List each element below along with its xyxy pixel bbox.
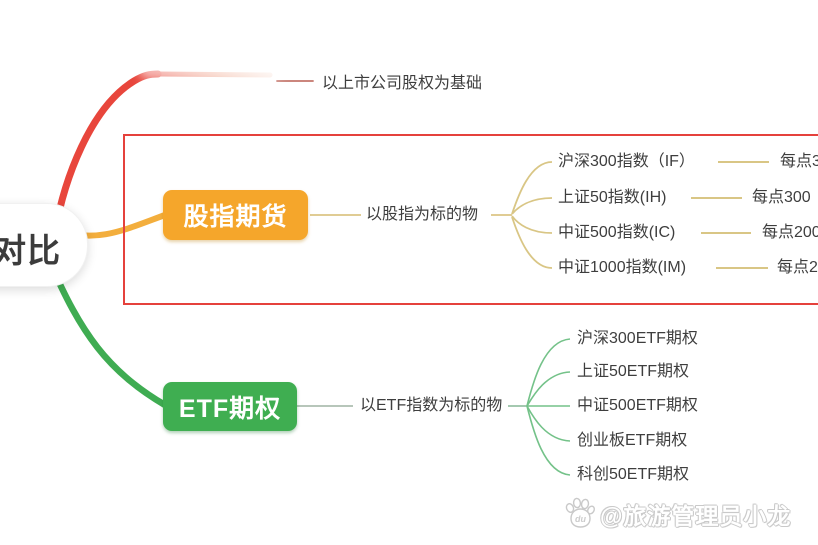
- root-label: 对比: [0, 232, 61, 269]
- baidu-paw-icon: du: [565, 497, 595, 528]
- fan-yellow-4: [511, 216, 553, 269]
- fan-green-2: [526, 371, 571, 407]
- futures-item-name: 中证1000指数(IM): [558, 259, 687, 276]
- futures-item-value: 每点2: [777, 259, 818, 276]
- top-branch-label: 以上市公司股权为基础: [322, 75, 483, 92]
- etf-item-name: 沪深300ETF期权: [577, 330, 698, 347]
- etf-item-name: 创业板ETF期权: [577, 432, 688, 449]
- etf-subtitle: 以ETF指数为标的物: [360, 397, 503, 414]
- etf-item-name: 科创50ETF期权: [577, 466, 690, 483]
- etf-topic-node: ETF期权: [163, 382, 297, 431]
- highlight-box: [123, 134, 818, 305]
- branch-green: [46, 258, 169, 409]
- futures-item-value: 每点200: [762, 224, 818, 241]
- futures-topic-label: 股指期货: [183, 203, 288, 231]
- futures-item-name: 沪深300指数（IF）: [558, 153, 695, 170]
- etf-item-name: 上证50ETF期权: [577, 363, 690, 380]
- fan-yellow-2: [511, 197, 553, 215]
- fan-green-5: [526, 405, 571, 476]
- smudge-overlay: [138, 56, 283, 80]
- futures-item-value: 每点300: [752, 189, 811, 206]
- futures-item-value: 每点3: [780, 153, 818, 170]
- futures-item-name: 中证500指数(IC): [558, 224, 676, 241]
- etf-topic-label: ETF期权: [178, 394, 282, 423]
- fan-green-4: [526, 405, 571, 442]
- futures-topic-node: 股指期货: [163, 190, 308, 240]
- fan-green-1: [526, 338, 571, 407]
- watermark: du @旅游管理员小龙: [562, 496, 791, 532]
- futures-item-name: 上证50指数(IH): [558, 189, 667, 206]
- fan-yellow-3: [511, 215, 553, 234]
- fan-yellow-1: [511, 161, 553, 215]
- futures-subtitle: 以股指为标的物: [366, 206, 479, 223]
- etf-item-name: 中证500ETF期权: [577, 397, 698, 414]
- root-node: 对比: [0, 203, 88, 287]
- paw-du-label: du: [575, 514, 586, 524]
- watermark-text: @旅游管理员小龙: [600, 503, 792, 529]
